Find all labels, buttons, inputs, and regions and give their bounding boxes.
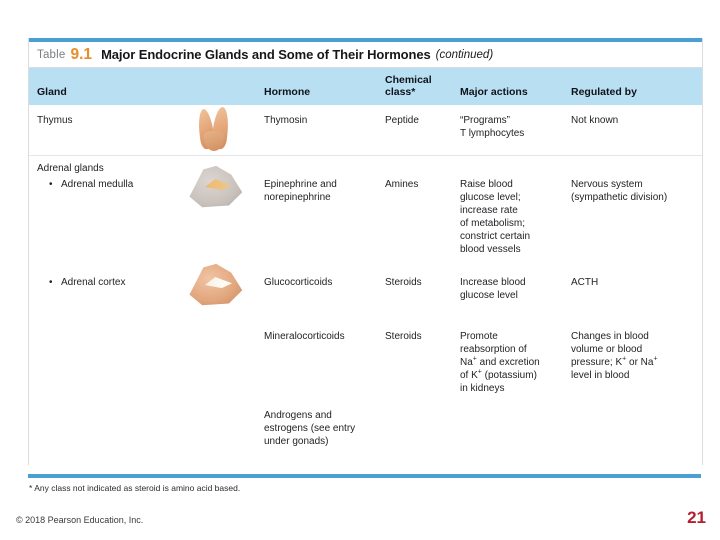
- cell-chemical-class: Peptide: [385, 115, 419, 126]
- cell-major-actions-line1: Raise blood: [460, 179, 513, 190]
- thymus-illustration-icon: [196, 106, 231, 151]
- table-bottom-rule: [28, 474, 701, 478]
- table-body: Thymus Thymosin Peptide “Programs” T lym…: [29, 105, 702, 465]
- cell-hormone: Mineralocorticoids: [264, 331, 345, 342]
- copyright-notice: © 2018 Pearson Education, Inc.: [16, 515, 144, 525]
- cell-major-actions-line1: Promote: [460, 331, 498, 342]
- cell-hormone-line2: norepinephrine: [264, 192, 331, 203]
- column-header-regulated-by: Regulated by: [571, 85, 637, 98]
- table-continued-note: (continued): [435, 48, 494, 61]
- table-footnote: * Any class not indicated as steroid is …: [29, 483, 241, 493]
- slide-page-number: 21: [687, 508, 706, 527]
- endocrine-table: Table 9.1 Major Endocrine Glands and Som…: [28, 38, 703, 465]
- cell-major-actions-line4: of metabolism;: [460, 218, 526, 229]
- cell-regulated-by-line4: level in blood: [571, 370, 630, 381]
- cell-major-actions-line6: blood vessels: [460, 244, 521, 255]
- cell-hormone-line3: under gonads): [264, 436, 329, 447]
- cell-hormone-line2: estrogens (see entry: [264, 423, 356, 434]
- table-title: Major Endocrine Glands and Some of Their…: [101, 47, 431, 62]
- table-top-rule: [29, 38, 702, 42]
- table-title-bar: Table 9.1 Major Endocrine Glands and Som…: [29, 42, 702, 68]
- adrenal-medulla-illustration-icon: [186, 165, 244, 211]
- cell-regulated-by: ACTH: [571, 277, 599, 288]
- cell-hormone: Glucocorticoids: [264, 277, 333, 288]
- table-number: 9.1: [70, 45, 93, 63]
- cell-hormone-line1: Epinephrine and: [264, 179, 337, 190]
- cell-major-actions-line4: of K+ (potassium): [460, 368, 537, 381]
- cell-major-actions-line5: in kidneys: [460, 383, 505, 394]
- cell-chemical-class: Amines: [385, 179, 419, 190]
- cell-regulated-by-line1: Changes in blood: [571, 331, 649, 342]
- cell-major-actions-line5: constrict certain: [460, 231, 531, 242]
- column-header-major-actions: Major actions: [460, 85, 528, 98]
- cell-gland: Adrenal cortex: [49, 277, 126, 290]
- row-separator: [29, 155, 702, 156]
- cell-gland-group-adrenal-glands: Adrenal glands: [37, 163, 104, 174]
- cell-major-actions-line3: increase rate: [460, 205, 518, 216]
- cell-regulated-by-line3: pressure; K+ or Na+: [571, 355, 658, 368]
- cell-major-actions-line1: Increase blood: [460, 277, 526, 288]
- cell-regulated-by-line2: volume or blood: [571, 344, 643, 355]
- cell-regulated-by: Not known: [571, 115, 619, 126]
- cell-major-actions-line1: “Programs”: [460, 115, 511, 126]
- cell-regulated-by-line1: Nervous system: [571, 179, 643, 190]
- cell-gland: Thymus: [37, 115, 73, 126]
- cell-major-actions-line2: glucose level: [460, 290, 518, 301]
- column-header-chemical-class-line2: class*: [385, 85, 416, 98]
- cell-chemical-class: Steroids: [385, 277, 422, 288]
- cell-major-actions-line2: T lymphocytes: [460, 128, 525, 139]
- cell-regulated-by-line2: (sympathetic division): [571, 192, 668, 203]
- cell-chemical-class: Steroids: [385, 331, 422, 342]
- adrenal-cortex-illustration-icon: [186, 263, 244, 309]
- cell-major-actions-line2: reabsorption of: [460, 344, 527, 355]
- column-header-chemical-class-line1: Chemical: [385, 73, 432, 86]
- table-label: Table: [37, 48, 66, 61]
- column-header-gland: Gland: [37, 85, 67, 98]
- cell-hormone-line1: Androgens and: [264, 410, 332, 421]
- table-header-row: Gland Hormone class* Chemical Major acti…: [29, 68, 702, 105]
- cell-major-actions-line2: glucose level;: [460, 192, 521, 203]
- column-header-hormone: Hormone: [264, 85, 311, 98]
- cell-major-actions-line3: Na+ and excretion: [460, 355, 540, 368]
- cell-hormone: Thymosin: [264, 115, 308, 126]
- cell-gland: Adrenal medulla: [49, 179, 133, 192]
